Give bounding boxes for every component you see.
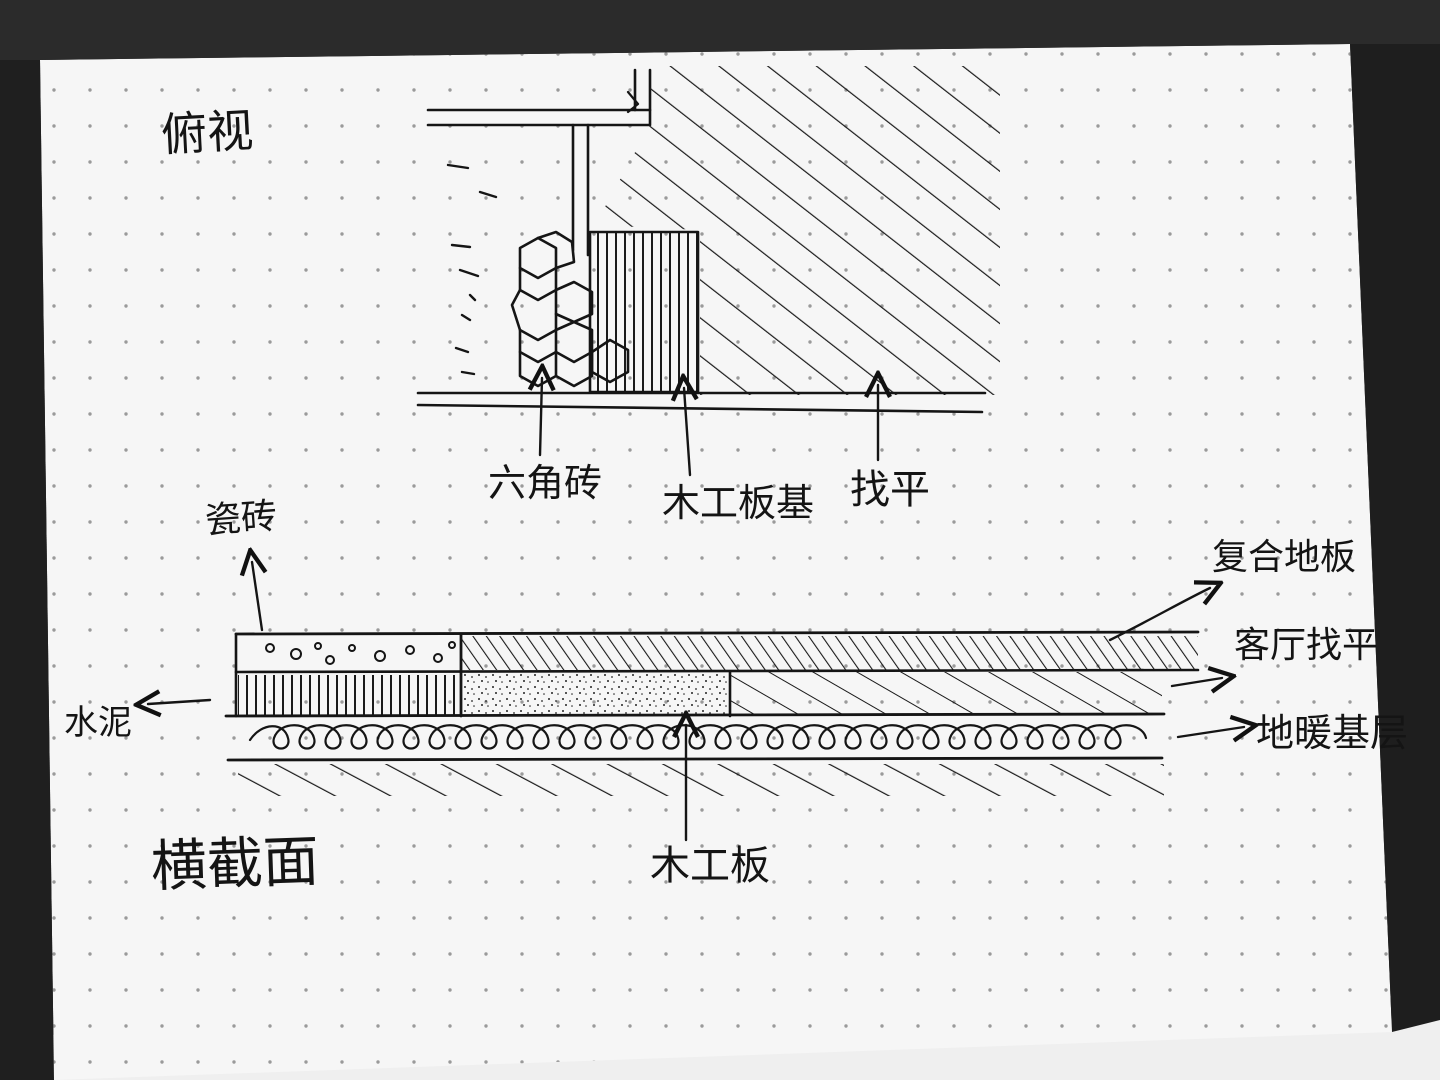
ceramic-tile-label: 瓷砖 [203,495,279,542]
cross-section-title: 横截面 [149,829,320,900]
hex-tile-label: 六角砖 [488,461,603,505]
cement-label: 水泥 [64,703,132,743]
living-room-leveling-label: 客厅找平 [1234,625,1379,666]
top-view-sketch [416,66,1000,477]
wood-board-label: 木工板 [650,843,770,889]
top-view-title: 俯视 [159,103,255,162]
wood-base-label: 木工板基 [662,481,815,525]
cross-section-sketch [148,562,1244,842]
composite-floor-label: 复合地板 [1212,537,1357,578]
floor-heating-base-label: 地暖基层 [1256,711,1409,755]
leveling-label: 找平 [850,467,930,513]
